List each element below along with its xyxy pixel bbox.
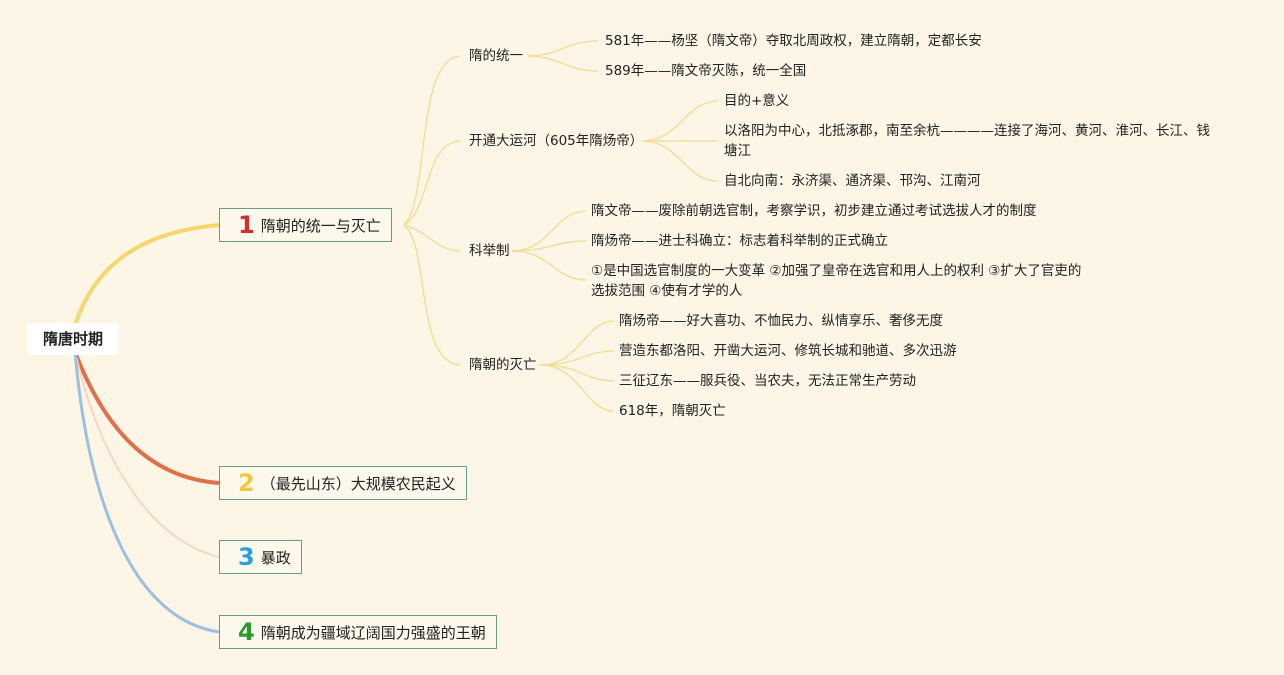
link-root-branch2 xyxy=(73,351,220,485)
root-node[interactable]: 隋唐时期 xyxy=(27,323,119,355)
link-b1-topic1 xyxy=(403,55,461,226)
number-1-icon: 1 xyxy=(238,211,255,239)
topic-sui-fall[interactable]: 隋朝的灭亡 xyxy=(469,357,537,373)
link-root-branch4 xyxy=(73,351,220,634)
branch-1[interactable]: 1 隋朝的统一与灭亡 xyxy=(219,208,392,242)
link-b1-topic4 xyxy=(403,224,461,366)
leaf-item[interactable]: ①是中国选官制度的一大变革 ②加强了皇帝在选官和用人上的权利 ③扩大了官吏的选拔… xyxy=(591,263,1082,299)
number-2-icon: 2 xyxy=(238,469,255,497)
leaf-item[interactable]: 自北向南：永济渠、通济渠、邗沟、江南河 xyxy=(724,173,981,189)
topic-imperial-exam[interactable]: 科举制 xyxy=(469,243,510,259)
leaf-item[interactable]: 三征辽东——服兵役、当农夫，无法正常生产劳动 xyxy=(619,373,916,389)
link-b1-topic2 xyxy=(403,140,461,226)
link-root-branch3 xyxy=(74,351,220,558)
leaf-item[interactable]: 以洛阳为中心，北抵涿郡，南至余杭————连接了海河、黄河、淮河、长江、钱塘江 xyxy=(724,123,1210,159)
branch-3[interactable]: 3 暴政 xyxy=(219,540,302,574)
link-root-branch1 xyxy=(73,223,220,326)
number-4-icon: 4 xyxy=(238,618,255,646)
topic-sui-unification[interactable]: 隋的统一 xyxy=(469,48,523,64)
leaf-item[interactable]: 隋文帝——废除前朝选官制，考察学识，初步建立通过考试选拔人才的制度 xyxy=(591,203,1037,219)
branch-4-label: 隋朝成为疆域辽阔国力强盛的王朝 xyxy=(260,623,486,642)
leaf-item[interactable]: 目的+意义 xyxy=(724,93,790,109)
leaf-item[interactable]: 隋炀帝——好大喜功、不恤民力、纵情享乐、奢侈无度 xyxy=(619,313,943,329)
branch-4[interactable]: 4 隋朝成为疆域辽阔国力强盛的王朝 xyxy=(219,615,497,649)
topic-grand-canal[interactable]: 开通大运河（605年隋炀帝） xyxy=(469,133,644,149)
branch-1-label: 隋朝的统一与灭亡 xyxy=(260,216,381,235)
leaf-item[interactable]: 隋炀帝——进士科确立：标志着科举制的正式确立 xyxy=(591,233,888,249)
leaf-item[interactable]: 589年——隋文帝灭陈，统一全国 xyxy=(605,63,807,79)
link-b1-topic3 xyxy=(403,224,461,252)
leaf-item[interactable]: 618年，隋朝灭亡 xyxy=(619,403,726,419)
leaf-item[interactable]: 581年——杨坚（隋文帝）夺取北周政权，建立隋朝，定都长安 xyxy=(605,33,982,49)
branch-2-label: （最先山东）大规模农民起义 xyxy=(260,474,456,493)
leaf-item[interactable]: 营造东都洛阳、开凿大运河、修筑长城和驰道、多次迅游 xyxy=(619,343,957,359)
number-3-icon: 3 xyxy=(238,543,255,571)
branch-3-label: 暴政 xyxy=(260,548,291,567)
branch-2[interactable]: 2 （最先山东）大规模农民起义 xyxy=(219,466,467,500)
